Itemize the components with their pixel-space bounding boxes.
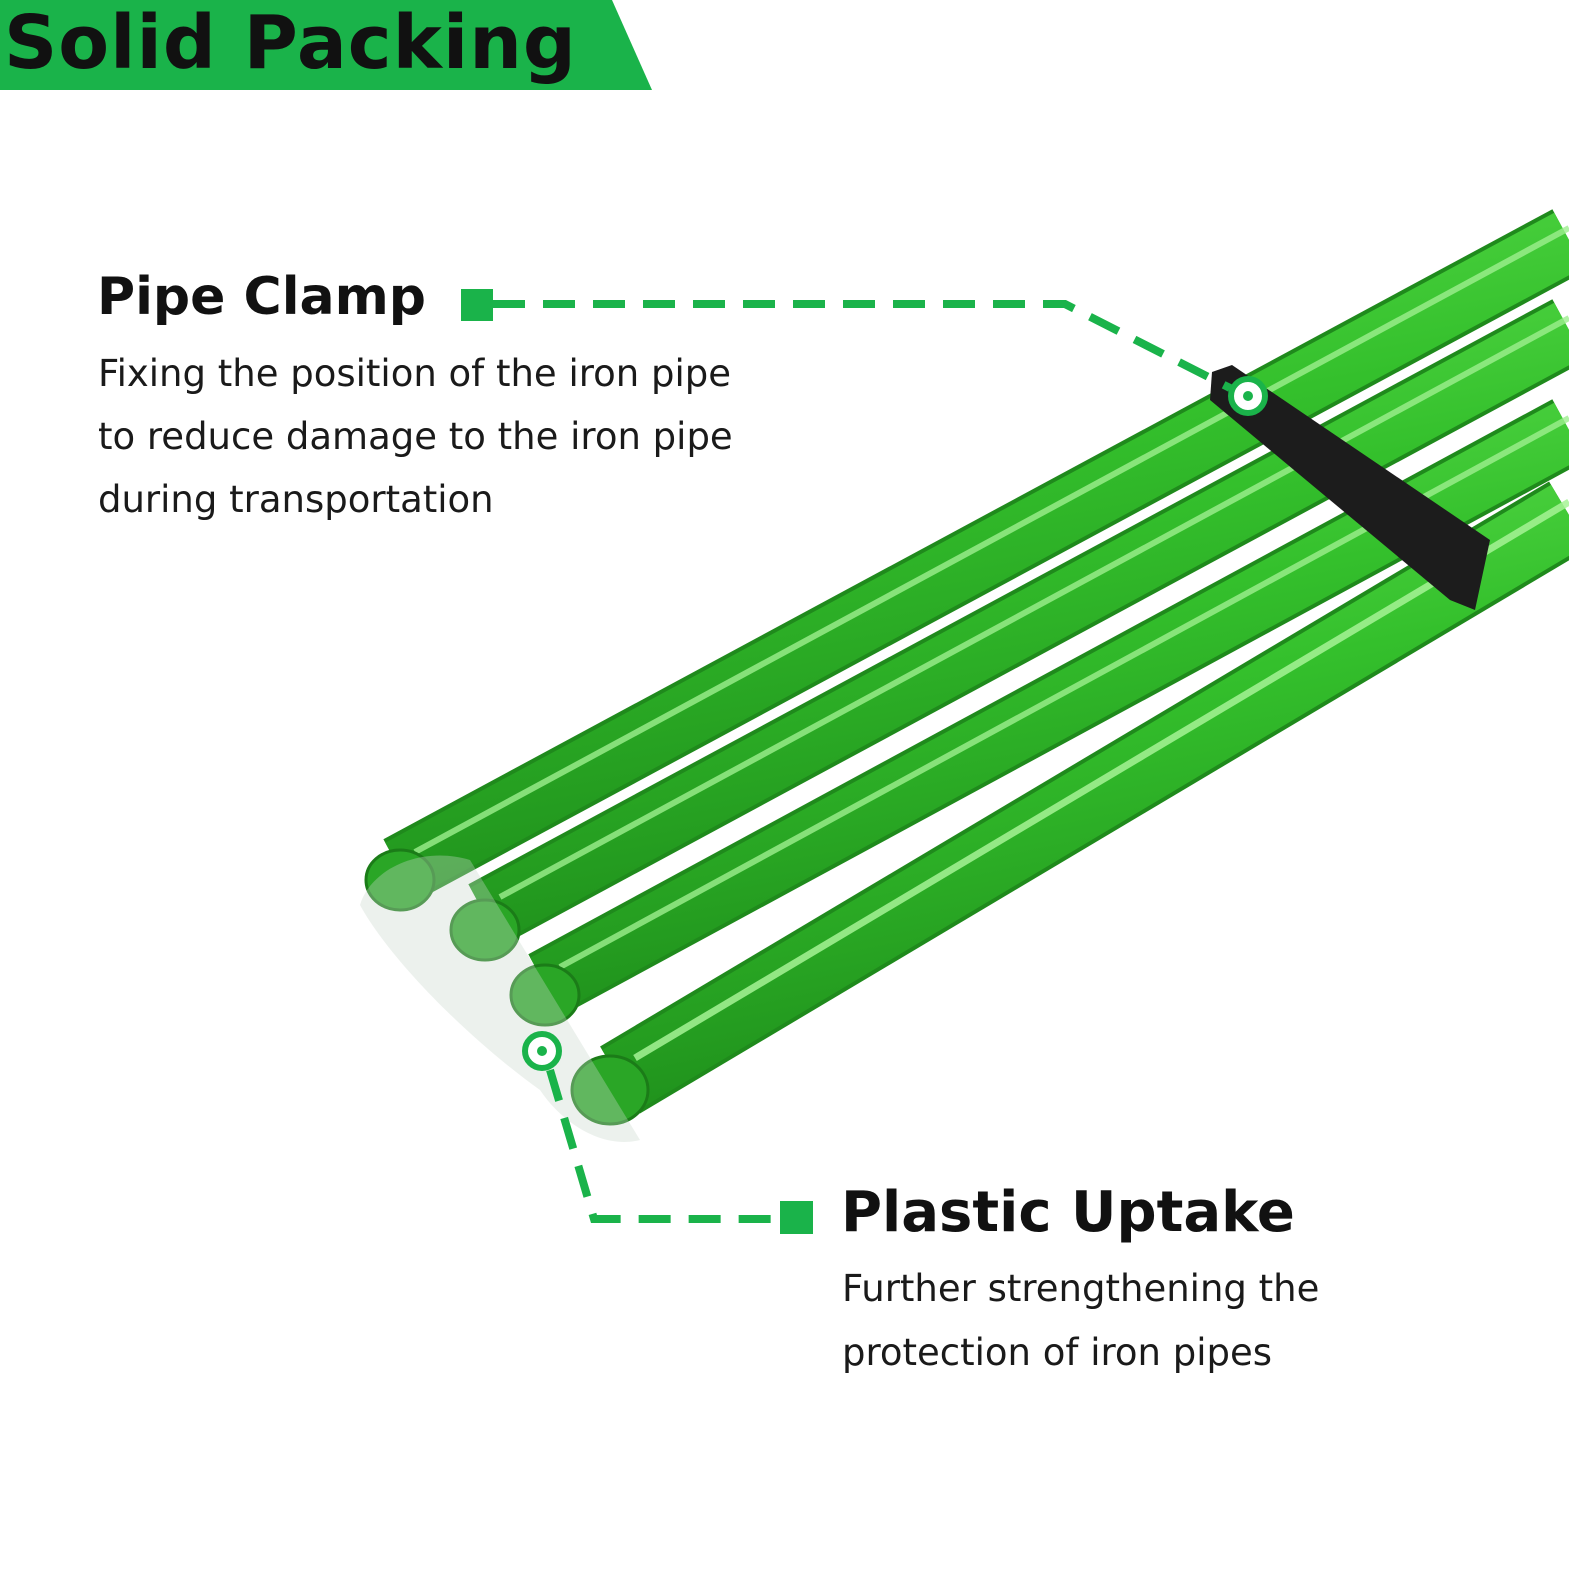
pipe: [449, 299, 1569, 962]
callout-marker-square: [780, 1201, 813, 1234]
plastic-uptake-title: Plastic Uptake: [841, 1180, 1295, 1245]
pipe-clamp-title: Pipe Clamp: [97, 267, 427, 327]
pipe: [364, 209, 1569, 912]
description-line: Fixing the position of the iron pipe: [98, 352, 731, 395]
plastic-uptake-connector: [522, 1031, 813, 1234]
description-line: during transportation: [98, 478, 494, 521]
plastic-wrap: [360, 855, 640, 1142]
pipe-clamp: [1210, 365, 1490, 610]
pipe-clamp-connector: [461, 289, 1268, 416]
description-line: Further strengthening the: [842, 1267, 1320, 1310]
description-line: to reduce damage to the iron pipe: [98, 415, 733, 458]
header-banner: Solid Packing: [0, 0, 652, 90]
pipe-clamp-description: Fixing the position of the iron pipe to …: [98, 342, 733, 531]
banner-title: Solid Packing: [4, 0, 577, 86]
pipe: [570, 481, 1569, 1126]
pipe-bundle: [360, 209, 1569, 1142]
description-line: protection of iron pipes: [842, 1331, 1273, 1374]
callout-marker-square: [461, 289, 493, 321]
plastic-uptake-description: Further strengthening the protection of …: [842, 1257, 1319, 1385]
